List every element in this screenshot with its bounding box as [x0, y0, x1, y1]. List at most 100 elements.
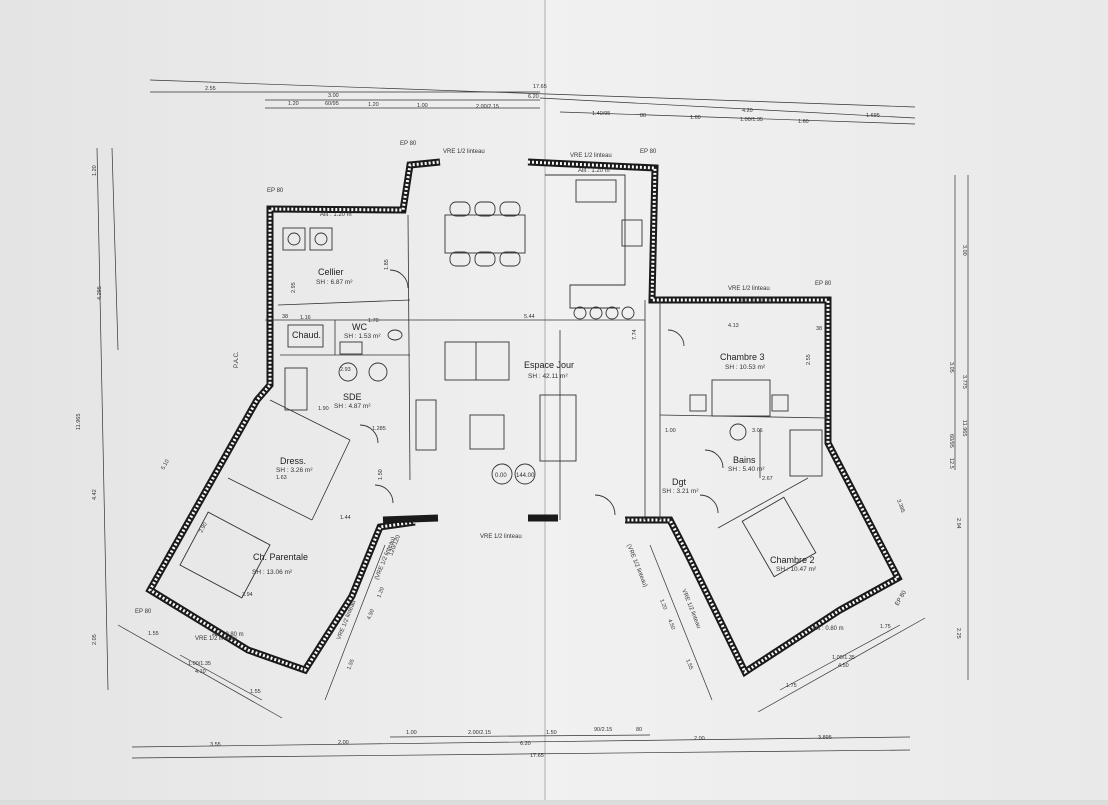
door-swing: [594, 494, 616, 516]
stool: [573, 306, 587, 320]
chair: [499, 251, 521, 267]
wc-basin: [339, 341, 363, 355]
sde-basin: [368, 362, 388, 382]
top-dimensions: 17.65 2.55 3.00 6.20 1.20 60/95 1.20 1.0…: [149, 79, 916, 125]
dim-d-450-right: 4.50: [666, 619, 676, 631]
chambre3-bed: [711, 379, 771, 417]
hob: [621, 219, 643, 247]
dim-100: 1.00: [665, 428, 676, 434]
dim-bot-total: 17.65: [530, 753, 544, 759]
kitchen-sink: [575, 179, 617, 203]
dim-190: 1.90: [318, 406, 329, 412]
dim-top-d2: 60/95: [325, 101, 339, 107]
dim-br-175: 1.75: [786, 683, 797, 689]
room-chaud: Chaud.: [292, 330, 321, 340]
boiler: [287, 324, 324, 348]
kitchen-counter: [545, 174, 626, 309]
dim-top-b: 3.00: [328, 93, 339, 99]
wing-dimensions: 1.55 1.00/1.35 4.10 1.55 1.75 1.00/1.35 …: [117, 544, 926, 719]
dim-top-d4: 1.00: [417, 103, 428, 109]
dim-293: 2.93: [340, 367, 351, 373]
dim-bot-h: 80: [636, 727, 642, 733]
dim-774: 7.74: [632, 329, 638, 340]
door-swing: [374, 484, 394, 504]
vre-label: VRE 1/2 linteau: [195, 636, 237, 642]
coffee-table: [469, 414, 505, 450]
allt-cellier: Allt : 1.20 m: [320, 212, 352, 218]
ep80-label: EP 80: [400, 141, 417, 147]
area-dgt: SH : 3.21 m²: [662, 488, 699, 495]
ep80-label: EP 80: [267, 188, 284, 194]
dim-306: 3.06: [752, 428, 763, 434]
paper-left-half: [0, 0, 545, 800]
area-sde: SH : 4.87 m²: [334, 403, 371, 410]
area-chambre2: SH : 10.47 m²: [776, 566, 817, 573]
chair: [449, 201, 471, 217]
dim-413: 4.13: [728, 323, 739, 329]
dim-right-a: 3.00: [961, 245, 967, 256]
dim-255: 2.55: [806, 354, 812, 365]
dim-bl-410: 4.10: [195, 669, 206, 675]
dim-right-total: 11.965: [961, 420, 967, 436]
armchair: [539, 394, 577, 462]
interior-walls: [227, 214, 829, 529]
washer: [282, 227, 306, 251]
dim-bot-b: 2.00: [338, 740, 349, 746]
dim-185: 1.85: [384, 259, 390, 270]
dim-1285: 1.285: [372, 426, 386, 432]
room-parentale: Ch. Parentale: [253, 552, 308, 562]
dim-bl-155: 1.55: [148, 631, 159, 637]
dim-38: 38: [816, 326, 822, 332]
dim-right-e: 12.5: [948, 458, 954, 469]
dim-right-h: 3.395: [895, 499, 905, 514]
stool: [589, 306, 603, 320]
bathtub: [789, 429, 823, 477]
area-chambre3: SH : 10.53 m²: [725, 364, 766, 371]
dim-top-e1: 1.40/95: [592, 111, 610, 117]
door-swing: [359, 424, 379, 444]
dim-left-a: 1.20: [92, 165, 98, 176]
area-dress: SH : 3.26 m²: [276, 467, 313, 474]
room-bains: Bains: [733, 455, 756, 465]
nightstand: [771, 394, 789, 412]
dim-150: 1.50: [378, 469, 384, 480]
dim-br-175b: 1.75: [880, 624, 891, 630]
allt-chambre3: Allt : 0.80 m: [740, 298, 772, 304]
stool: [605, 306, 619, 320]
shower: [284, 367, 308, 411]
dim-bot-f: 1.50: [546, 730, 557, 736]
tv-stand: [415, 399, 437, 451]
room-wc: WC: [352, 322, 367, 332]
dim-br-100: 1.00/1.35: [832, 655, 855, 661]
dim-left-total: 11.965: [76, 414, 82, 430]
dryer: [309, 227, 333, 251]
chair: [449, 251, 471, 267]
dim-d-155-right: 1.55: [684, 659, 694, 671]
stool: [621, 306, 635, 320]
dim-top-e7: 4.20: [742, 108, 753, 114]
level-144: 144.00: [516, 473, 535, 479]
toilet: [387, 329, 403, 341]
vre-label: VRE 1/2 linteau: [480, 534, 522, 540]
nightstand: [689, 394, 707, 412]
allt-kitchen: Allt : 1.20 m: [578, 168, 610, 174]
dim-right-b: 3.05: [948, 362, 954, 373]
dim-right-g: 2.25: [955, 628, 961, 639]
chair: [474, 201, 496, 217]
ep80-label: EP 80: [640, 149, 657, 155]
dim-bl-100: 1.00/1.35: [188, 661, 211, 667]
dim-144: 1.44: [340, 515, 351, 521]
parentale-bed: [179, 511, 271, 599]
door-swing: [667, 329, 685, 347]
dim-top-d1: 1.20: [288, 101, 299, 107]
area-cellier: SH : 6.87 m²: [316, 279, 353, 286]
dim-top-e2: 80: [640, 113, 646, 119]
ep80-label: EP 80: [815, 281, 832, 287]
sofa: [444, 341, 510, 381]
dim-d-155: 1.55: [346, 659, 356, 671]
dim-bl-155b: 1.55: [250, 689, 261, 695]
dim-left-d: 2.05: [92, 634, 98, 645]
dim-right-f: 2.94: [955, 518, 961, 529]
